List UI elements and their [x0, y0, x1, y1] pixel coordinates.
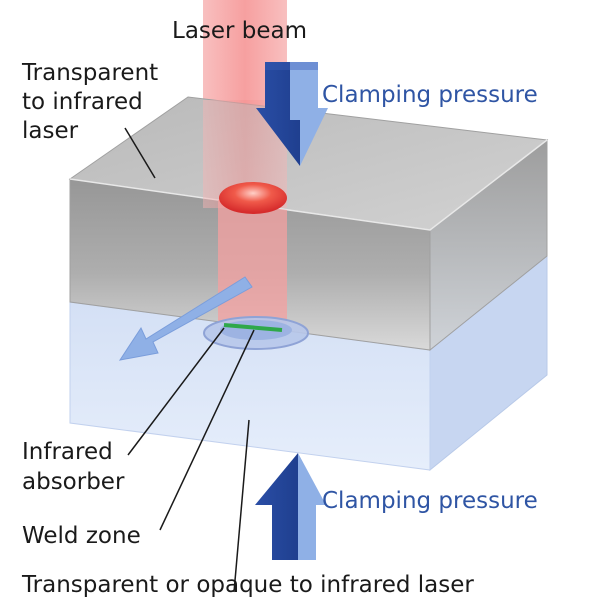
label-transparent-top-2: to infrared [22, 89, 143, 115]
label-clamping-top: Clamping pressure [322, 82, 538, 108]
travel-direction-arrow [118, 276, 253, 361]
label-laser-beam: Laser beam [172, 18, 307, 44]
leader-bottom-material [233, 419, 250, 593]
label-transparent-top-3: laser [22, 118, 79, 144]
melt-spot [219, 182, 287, 214]
label-infrared-absorber-2: absorber [22, 469, 125, 495]
label-weld-zone: Weld zone [22, 523, 141, 549]
clamping-arrow-bottom [255, 453, 326, 560]
leader-transparent-top [124, 127, 156, 179]
label-transparent-top-1: Transparent [21, 60, 158, 86]
label-bottom-material: Transparent or opaque to infrared laser [21, 572, 474, 598]
weld-zone-line [223, 323, 283, 332]
clamping-arrow-top [256, 62, 328, 166]
top-block-edge [69, 139, 548, 231]
label-clamping-bottom: Clamping pressure [322, 488, 538, 514]
label-infrared-absorber-1: Infrared [22, 439, 113, 465]
leader-weld-zone [159, 329, 255, 531]
bottom-block [69, 254, 548, 472]
leader-infrared-absorber [127, 327, 225, 456]
laser-beam-inside [218, 200, 287, 330]
